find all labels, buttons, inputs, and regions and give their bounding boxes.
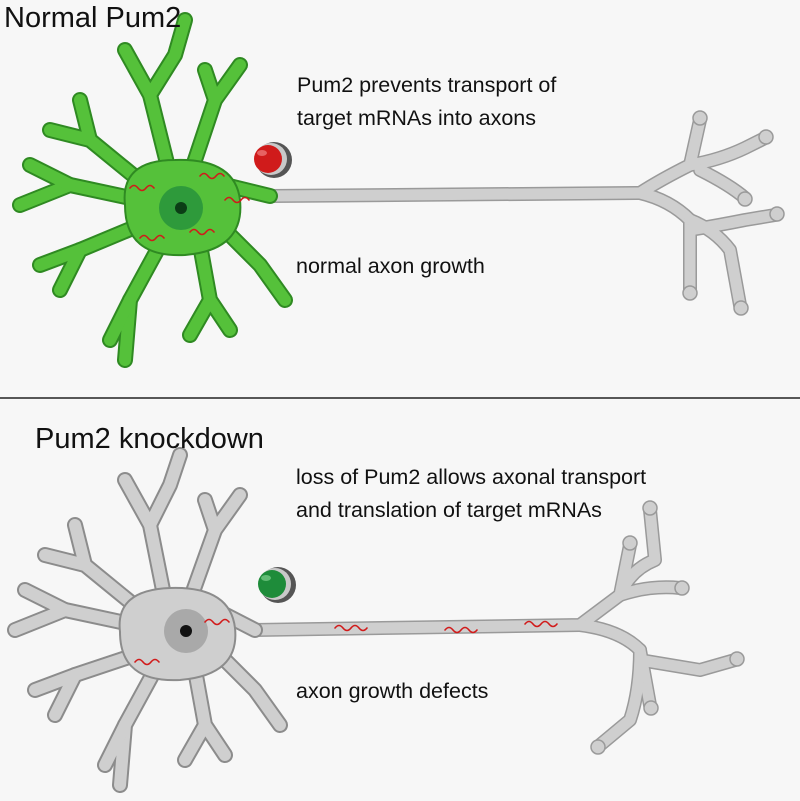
bottom-soma	[7, 447, 558, 793]
caption-line-3: loss of Pum2 allows axonal transport	[296, 465, 647, 489]
top-mrna	[129, 172, 250, 242]
bottom-neuron	[7, 447, 745, 793]
panel-title-knockdown: Pum2 knockdown	[35, 423, 264, 455]
bottom-axon	[248, 500, 745, 755]
outcome-knockdown: axon growth defects	[296, 679, 489, 703]
top-soma	[12, 12, 293, 368]
caption-line-2: target mRNAs into axons	[297, 106, 536, 130]
bottom-mrna	[134, 618, 558, 666]
top-axon	[263, 110, 785, 316]
stop-signal-icon	[254, 142, 292, 178]
caption-line-4: and translation of target mRNAs	[296, 498, 602, 522]
caption-line-1: Pum2 prevents transport of	[297, 73, 557, 97]
outcome-normal: normal axon growth	[296, 254, 485, 278]
panel-title-normal: Normal Pum2	[4, 2, 182, 34]
go-signal-icon	[258, 567, 296, 603]
top-neuron	[12, 12, 785, 368]
